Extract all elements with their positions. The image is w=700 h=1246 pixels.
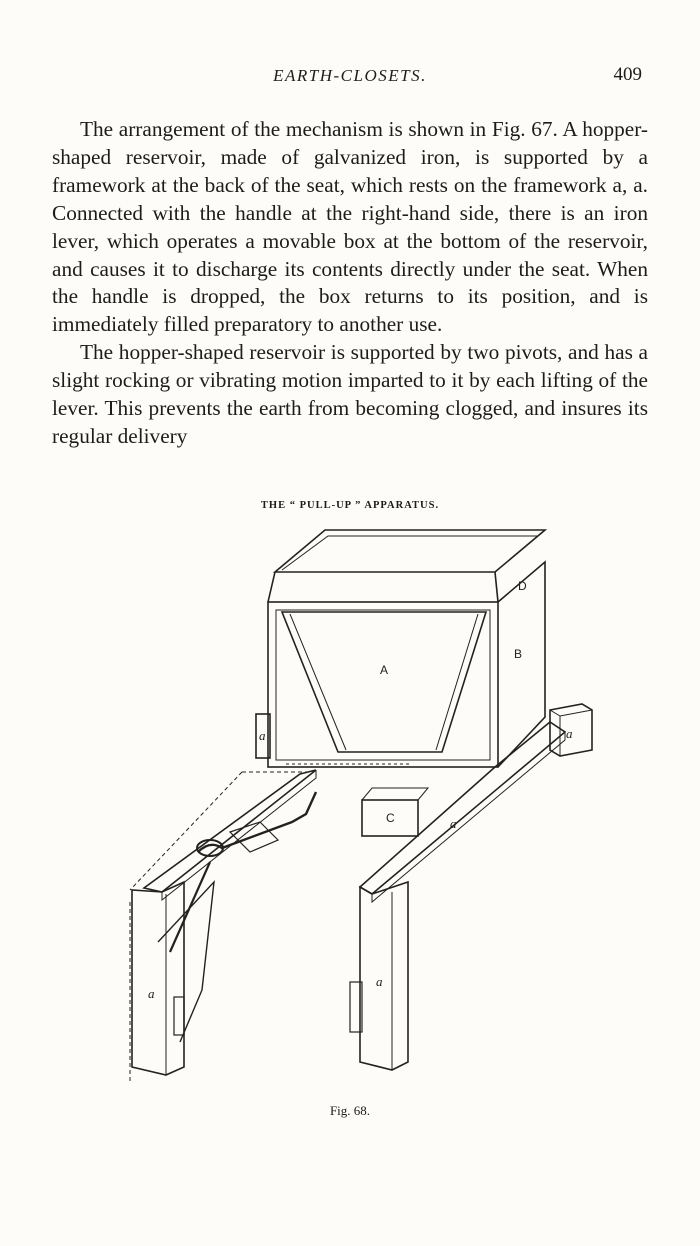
label-B: B [514, 647, 522, 661]
label-a-right-block: a [566, 726, 573, 741]
label-a-left-leg: a [148, 986, 155, 1001]
pull-up-apparatus-illustration: A B C D a a a a a [110, 522, 610, 1092]
page-header: EARTH-CLOSETS. 409 [0, 64, 700, 96]
paragraph: The hopper-shaped reservoir is supported… [52, 340, 648, 448]
label-A: A [380, 663, 388, 677]
figure-title: THE “ PULL-UP ” APPARATUS. [260, 500, 440, 511]
running-head: EARTH-CLOSETS. [273, 66, 427, 85]
label-C: C [386, 811, 395, 825]
page-number: 409 [613, 64, 643, 85]
label-a-left-block: a [259, 728, 266, 743]
body-text: The arrangement of the mechanism is show… [52, 116, 648, 451]
label-a-runner: a [450, 816, 457, 831]
label-a-right-leg: a [376, 974, 383, 989]
figure-caption: Fig. 68. [329, 1103, 371, 1118]
paragraph: The arrangement of the mechanism is show… [52, 117, 648, 337]
label-D: D [518, 579, 527, 593]
